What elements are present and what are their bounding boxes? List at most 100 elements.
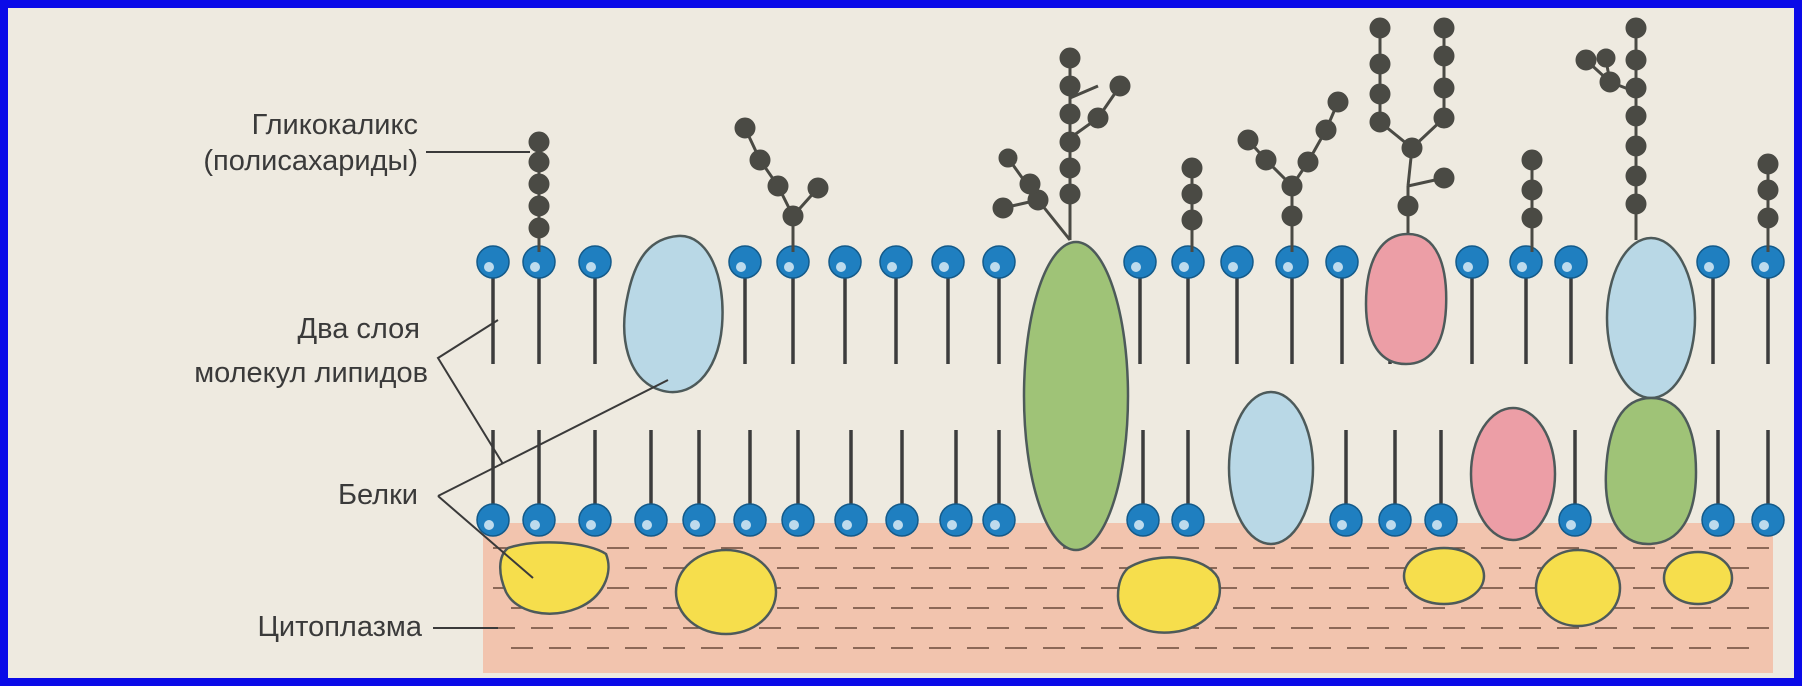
- lipid-head-highlight: [1562, 262, 1572, 272]
- lipid-head: [729, 246, 761, 278]
- lipid-molecule: [729, 246, 761, 364]
- lipid-molecule: [983, 246, 1015, 364]
- lipid-molecule: [1752, 246, 1784, 364]
- lipid-head-highlight: [1333, 262, 1343, 272]
- protein-yellow: [1664, 552, 1732, 604]
- bilayer-sublabel: молекул липидов: [194, 357, 428, 389]
- lipid-molecule: [523, 246, 555, 364]
- lipid-head: [1702, 504, 1734, 536]
- lipid-molecule: [1326, 246, 1358, 364]
- cell-membrane-diagram: Гликокаликс (полисахариды) Два слоя моле…: [8, 8, 1794, 678]
- lipid-head: [1172, 246, 1204, 278]
- lipid-head: [635, 504, 667, 536]
- lipid-head-highlight: [1134, 520, 1144, 530]
- polysaccharide-chain: [1183, 159, 1201, 252]
- polysaccharide-chain: [1239, 93, 1347, 252]
- lipid-head-highlight: [1759, 262, 1769, 272]
- lipid-head-highlight: [1386, 520, 1396, 530]
- proteins-label: Белки: [338, 479, 418, 511]
- lipid-molecule: [880, 246, 912, 364]
- labels: Гликокаликс (полисахариды) Два слоя моле…: [194, 109, 428, 643]
- cytoplasm-label: Цитоплазма: [257, 611, 422, 643]
- proteins-leader: [438, 380, 668, 496]
- lipid-head: [477, 504, 509, 536]
- glycocalyx-chains: [530, 19, 1777, 252]
- lipid-head-highlight: [484, 262, 494, 272]
- lipid-molecule: [782, 430, 814, 536]
- lipid-head-highlight: [990, 520, 1000, 530]
- lipid-molecule: [477, 246, 509, 364]
- lipid-head-highlight: [1131, 262, 1141, 272]
- lipid-molecule: [1510, 246, 1542, 364]
- lipid-head-highlight: [1704, 262, 1714, 272]
- lipid-head-highlight: [842, 520, 852, 530]
- lipid-head-highlight: [642, 520, 652, 530]
- lipid-head: [1425, 504, 1457, 536]
- lipid-head: [1326, 246, 1358, 278]
- lipid-molecule: [1555, 246, 1587, 364]
- lipid-head-highlight: [1179, 262, 1189, 272]
- lipid-head: [940, 504, 972, 536]
- lipid-head: [782, 504, 814, 536]
- lipid-head-highlight: [789, 520, 799, 530]
- lipid-head: [1221, 246, 1253, 278]
- lipid-head-highlight: [530, 520, 540, 530]
- lipid-head-highlight: [1179, 520, 1189, 530]
- lipid-head-highlight: [741, 520, 751, 530]
- protein-blue: [1229, 392, 1313, 544]
- lipid-molecule: [1172, 430, 1204, 536]
- polysaccharide-chain: [1759, 155, 1777, 252]
- polysaccharide-chain: [530, 133, 548, 252]
- protein-pink: [1366, 234, 1446, 364]
- lipid-head: [683, 504, 715, 536]
- lipid-head-highlight: [1432, 520, 1442, 530]
- lipid-molecule: [1425, 430, 1457, 536]
- lipid-molecule: [635, 430, 667, 536]
- protein-blue: [624, 236, 722, 392]
- lipid-molecule: [1702, 430, 1734, 536]
- lipid-head: [523, 504, 555, 536]
- polysaccharide-chain: [1371, 19, 1453, 236]
- lipid-head: [579, 246, 611, 278]
- protein-yellow: [676, 550, 776, 634]
- polysaccharide-chain: [994, 49, 1129, 240]
- lipid-molecule: [932, 246, 964, 364]
- protein-pink: [1471, 408, 1555, 540]
- lipid-head: [1752, 504, 1784, 536]
- lipid-head: [1124, 246, 1156, 278]
- lipid-head: [1172, 504, 1204, 536]
- lipid-head: [880, 246, 912, 278]
- protein-green: [1606, 398, 1696, 544]
- lipid-molecule: [579, 430, 611, 536]
- lipid-head: [1697, 246, 1729, 278]
- protein-yellow: [1404, 548, 1484, 604]
- lipid-head: [983, 246, 1015, 278]
- lipid-head-highlight: [836, 262, 846, 272]
- lipid-molecule: [1752, 430, 1784, 536]
- polysaccharide-chain: [1523, 151, 1541, 252]
- lipid-molecule: [1124, 246, 1156, 364]
- lipid-head-highlight: [990, 262, 1000, 272]
- protein-green: [1024, 242, 1128, 550]
- lipid-molecule: [1127, 430, 1159, 536]
- lipid-head: [1555, 246, 1587, 278]
- lipid-molecule: [829, 246, 861, 364]
- lipid-head-highlight: [784, 262, 794, 272]
- lipid-head-highlight: [1759, 520, 1769, 530]
- lipid-head: [1456, 246, 1488, 278]
- lipid-head: [1510, 246, 1542, 278]
- lipid-head-highlight: [1709, 520, 1719, 530]
- lipid-molecule: [1559, 430, 1591, 536]
- lipid-molecule: [1276, 246, 1308, 364]
- lipid-head-highlight: [947, 520, 957, 530]
- lipid-head-highlight: [1463, 262, 1473, 272]
- lipid-head-highlight: [893, 520, 903, 530]
- lipid-head-highlight: [586, 262, 596, 272]
- lipid-molecule: [1172, 246, 1204, 364]
- lipid-head: [579, 504, 611, 536]
- lipid-head: [886, 504, 918, 536]
- lipid-head: [829, 246, 861, 278]
- lipid-head-highlight: [887, 262, 897, 272]
- lipid-molecule: [579, 246, 611, 364]
- lipid-molecule: [1221, 246, 1253, 364]
